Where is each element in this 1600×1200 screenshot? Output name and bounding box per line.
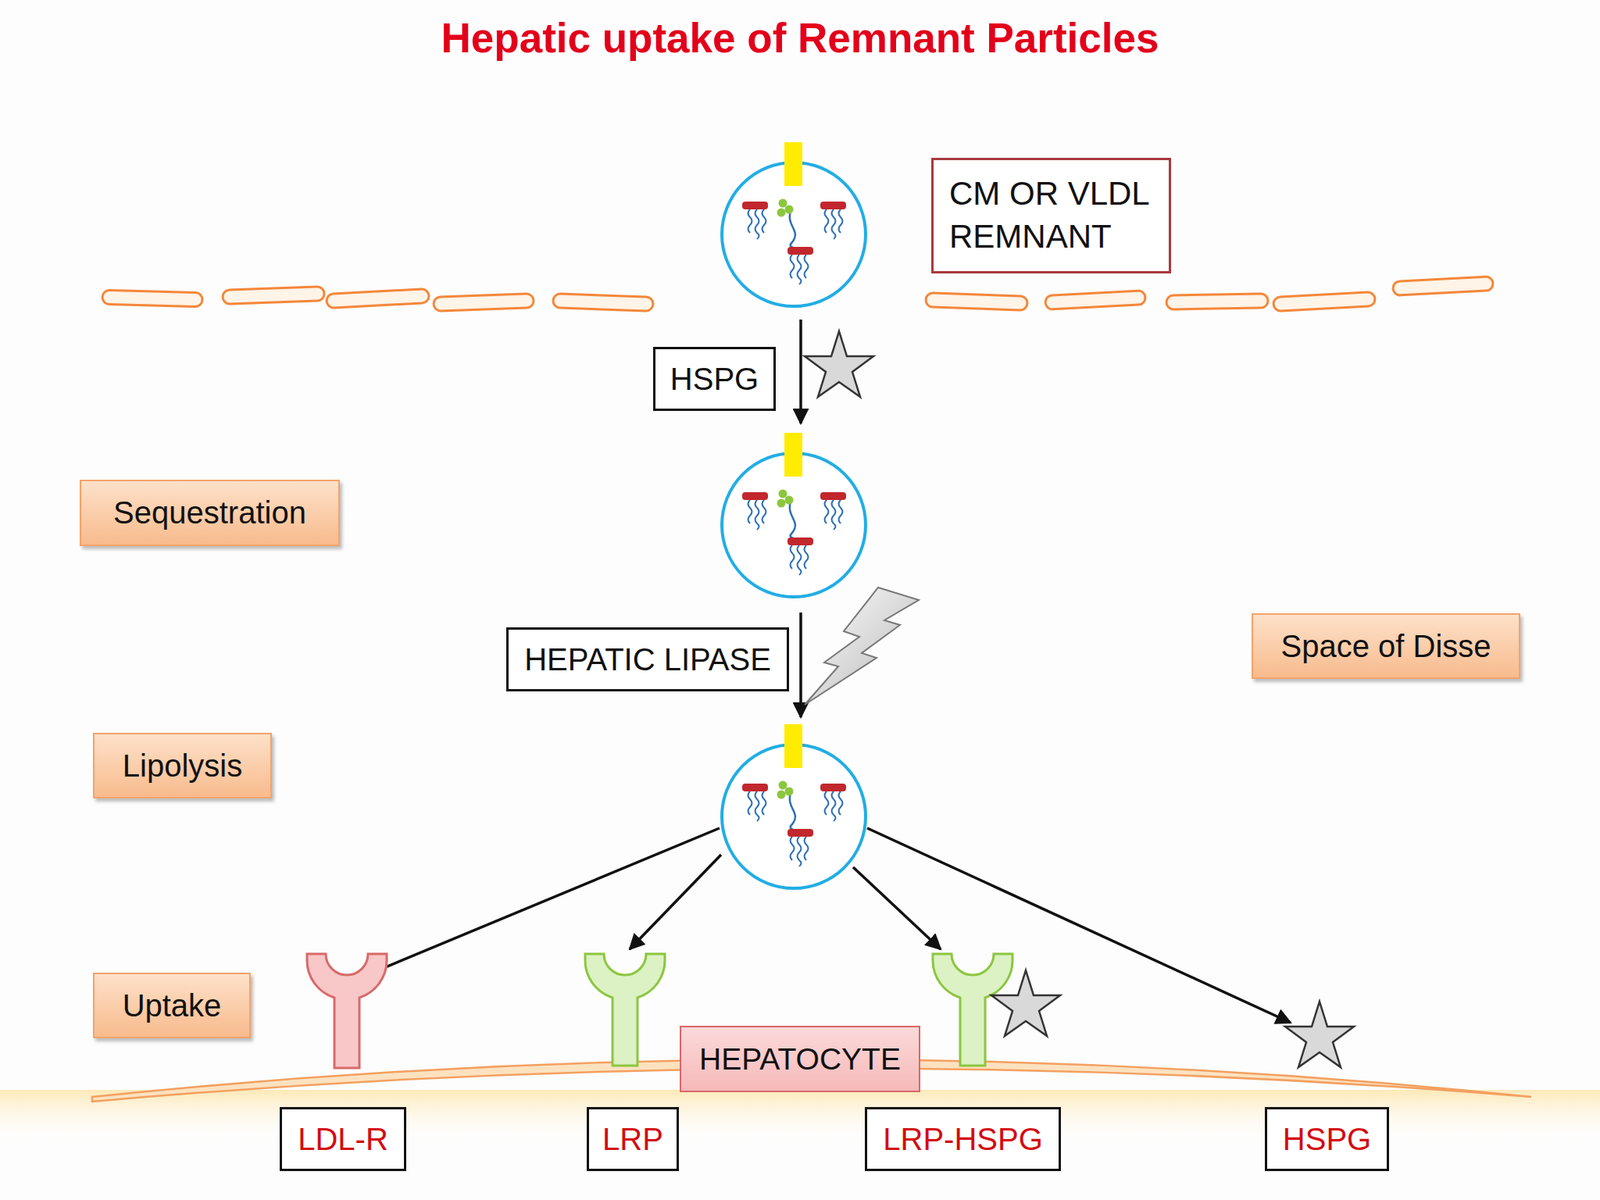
remnant-particle: [721, 432, 866, 597]
endothelial-cell: [102, 289, 203, 307]
hspg-star: [804, 331, 874, 397]
box-text: Lipolysis: [122, 748, 243, 784]
stage-box: Sequestration: [79, 479, 340, 547]
endothelial-cell: [925, 292, 1029, 311]
lrp-receptor: [932, 953, 1013, 1066]
uptake-arrow: [629, 854, 722, 950]
remnant-particle: [721, 142, 866, 307]
endothelial-cell: [1273, 292, 1376, 312]
ldl-receptor: [307, 953, 387, 1068]
box-text: HEPATOCYTE: [699, 1042, 901, 1077]
endothelial-cell: [1392, 276, 1494, 297]
particle-label-box: CM OR VLDL REMNANT: [931, 157, 1172, 274]
lipase-bolt: [804, 587, 919, 705]
hspg-star: [1285, 1001, 1354, 1068]
hspg-star: [991, 970, 1061, 1036]
diagram-title: Hepatic uptake of Remnant Particles: [0, 14, 1600, 62]
endothelial-cell: [326, 289, 430, 309]
cell-label-box: HEPATOCYTE: [679, 1025, 921, 1093]
receptor-label-box: LDL-R: [279, 1107, 407, 1172]
box-text: Sequestration: [113, 495, 307, 531]
box-text: Uptake: [122, 988, 222, 1024]
endothelial-cell: [1166, 293, 1268, 310]
remnant-particle: [721, 724, 866, 889]
stage-box: Lipolysis: [92, 732, 272, 799]
endothelial-cell: [222, 286, 325, 305]
box-text: LRP: [602, 1121, 664, 1158]
box-text: HSPG: [670, 361, 759, 397]
uptake-arrow: [853, 867, 941, 950]
stage-box: Uptake: [92, 972, 251, 1039]
uptake-arrow: [867, 828, 1291, 1023]
box-text: CM OR VLDL REMNANT: [949, 172, 1154, 258]
step-arrow: [799, 612, 803, 718]
box-text: HSPG: [1282, 1121, 1372, 1158]
step-label-box: HSPG: [653, 346, 776, 411]
lrp-receptor: [585, 953, 665, 1066]
region-box: Space of Disse: [1251, 613, 1521, 679]
endothelial-cell: [1045, 290, 1147, 311]
box-text: LDL-R: [297, 1121, 389, 1158]
box-text: Space of Disse: [1280, 628, 1491, 665]
endothelial-cell: [553, 293, 654, 311]
step-label-box: HEPATIC LIPASE: [506, 627, 790, 692]
box-text: HEPATIC LIPASE: [524, 642, 772, 678]
endothelial-cell: [433, 293, 535, 311]
receptor-label-box: LRP: [586, 1107, 679, 1172]
receptor-label-box: HSPG: [1264, 1107, 1390, 1172]
step-arrow: [799, 319, 803, 424]
receptor-label-box: LRP-HSPG: [864, 1107, 1061, 1172]
box-text: LRP-HSPG: [882, 1121, 1043, 1158]
